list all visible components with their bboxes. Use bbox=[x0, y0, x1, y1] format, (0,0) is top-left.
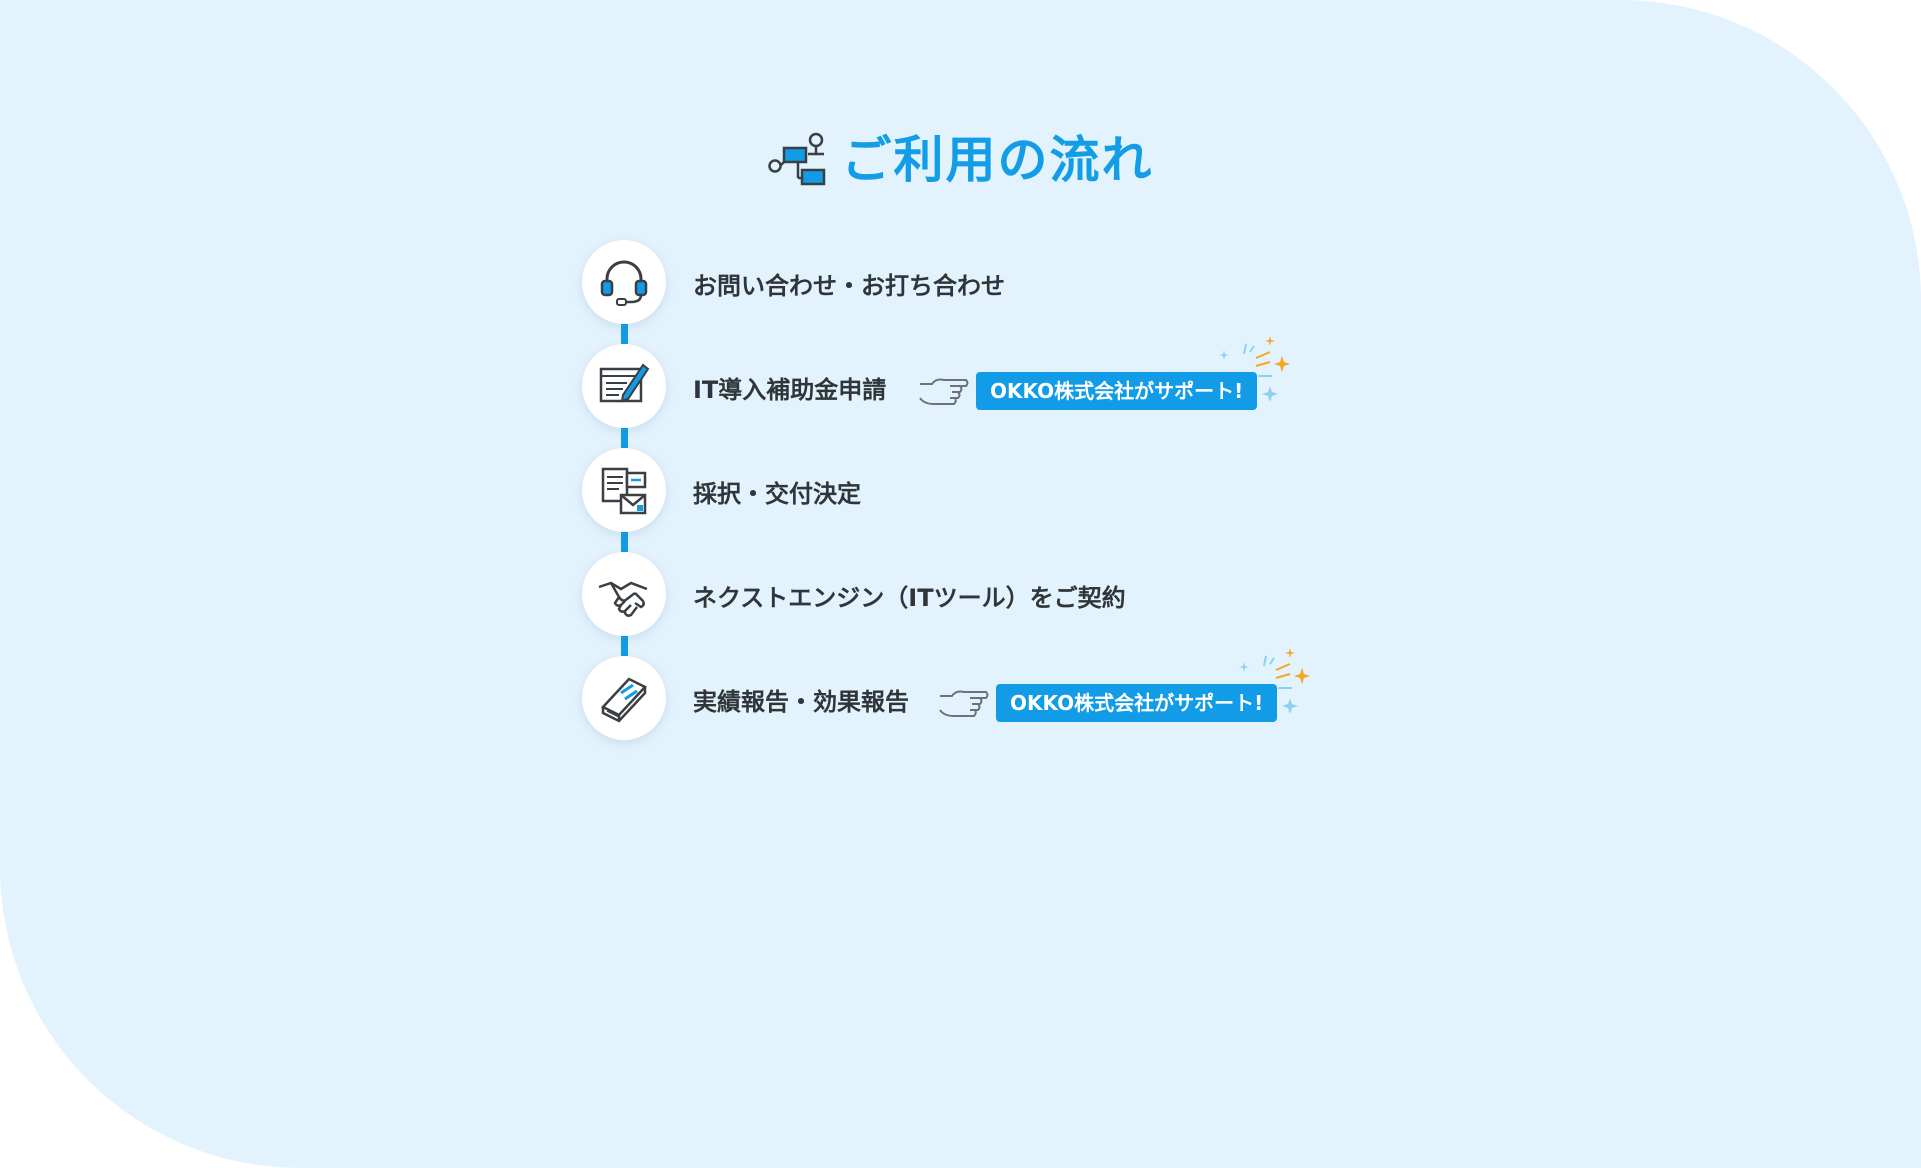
flow-chart-icon bbox=[767, 132, 825, 186]
step-5-icon-circle bbox=[582, 656, 666, 740]
step-2-icon-circle bbox=[582, 344, 666, 428]
timeline-connector bbox=[621, 324, 628, 344]
pointing-hand-icon bbox=[939, 690, 989, 717]
step-1-icon-circle bbox=[582, 240, 666, 324]
section-header: ご利用の流れ bbox=[0, 128, 1921, 192]
step-4-label: ネクストエンジン（ITツール）をご契約 bbox=[693, 584, 1126, 612]
step-3-label: 採択・交付決定 bbox=[693, 480, 861, 508]
headset-icon bbox=[600, 260, 648, 306]
support-badge: OKKO株式会社がサポート! bbox=[976, 372, 1258, 410]
timeline-connector bbox=[621, 636, 628, 656]
step-3-icon-circle bbox=[582, 448, 666, 532]
support-badge: OKKO株式会社がサポート! bbox=[996, 684, 1278, 722]
document-pen-icon bbox=[599, 363, 650, 403]
documents-mail-icon bbox=[601, 467, 647, 515]
step-4-icon-circle bbox=[582, 552, 666, 636]
sparkle-icon bbox=[1219, 336, 1290, 402]
step-5-label: 実績報告・効果報告 bbox=[693, 688, 909, 716]
sparkle-icon bbox=[1239, 648, 1310, 714]
pointing-hand-icon bbox=[919, 378, 969, 405]
timeline-connector bbox=[621, 532, 628, 552]
book-icon bbox=[600, 677, 648, 723]
handshake-icon bbox=[598, 581, 648, 617]
page-title: ご利用の流れ bbox=[841, 131, 1154, 189]
timeline-connector bbox=[621, 428, 628, 448]
step-2-label: IT導入補助金申請 bbox=[693, 376, 887, 404]
step-1-label: お問い合わせ・お打ち合わせ bbox=[693, 272, 1005, 300]
